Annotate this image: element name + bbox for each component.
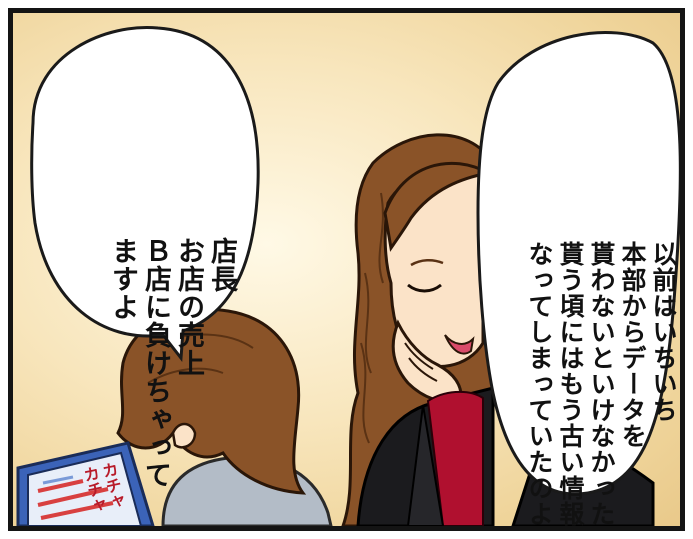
speech-left-text: 店長 お店の売上 Ｂ店に負けちゃって ますよ [73,45,271,489]
speech-bubble-right [476,31,680,496]
speech-right-line-2: 本部からデータを [618,241,647,449]
comic-panel: 店長 お店の売上 Ｂ店に負けちゃって ますよ 以前はいちいち 本部からデータを … [8,8,685,531]
speech-left-line-1: 店長 [206,237,237,293]
speech-right-text: 以前はいちいち 本部からデータを 貰わないといけなかったし 貰う頃にはもう古い情… [493,61,680,526]
speech-left-line-2: お店の売上 [173,237,204,377]
panel-illustration [16,25,680,526]
speech-left-line-3: Ｂ店に負けちゃって [140,237,171,489]
speech-right-line-1: 以前はいちいち [649,241,678,423]
speech-right-line-5: なってしまっていたのよね [525,241,554,531]
speech-left-line-4: ますよ [107,237,138,321]
speech-right-line-4: 貰う頃にはもう古い情報に [556,241,585,531]
staff-figure [16,307,333,526]
speech-right-line-3: 貰わないといけなかったし [587,241,616,531]
speech-bubble-left [30,25,260,362]
